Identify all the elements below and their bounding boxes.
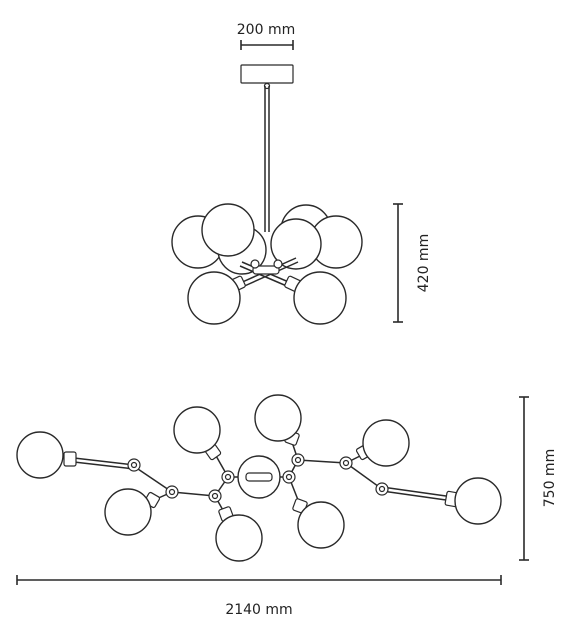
globe [270,218,322,270]
canopy-width-dimension: 200 mm [237,22,295,50]
globe [173,406,221,454]
globe [297,501,345,549]
height-bottom-label: 750 mm [542,449,558,507]
lamp-arms [237,257,299,291]
globe [215,514,263,562]
width-total-label: 2140 mm [225,602,292,618]
plan-view: 750 mm 2140 mm [16,394,558,618]
canopy-width-label: 200 mm [237,22,295,38]
ceiling-canopy [240,64,294,84]
globe [362,419,410,467]
height-dimension-top: 420 mm [393,203,432,323]
height-top-label: 420 mm [416,234,432,292]
arm-joints [127,453,389,503]
height-dimension-bottom: 750 mm [519,396,558,561]
globe [254,394,302,442]
globe [293,271,347,325]
globe [201,203,255,257]
width-dimension: 2140 mm [16,575,502,618]
globe [104,488,152,536]
globe [187,271,241,325]
globe [454,477,502,525]
down-rod [264,86,270,232]
side-elevation-view: 200 mm [171,22,432,325]
globe [16,431,64,479]
